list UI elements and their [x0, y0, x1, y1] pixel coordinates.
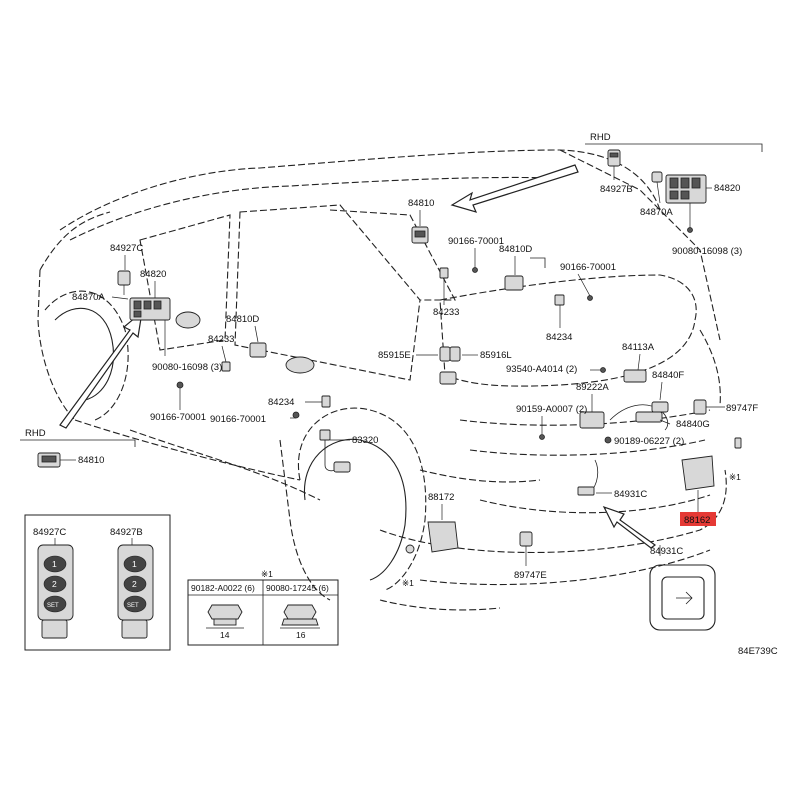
label-90166-b: 90166-70001 — [560, 262, 616, 273]
label-84810D-a: 84810D — [499, 244, 532, 255]
svg-text:2: 2 — [132, 579, 137, 589]
label-85916L: 85916L — [480, 350, 512, 361]
svg-text:SET: SET — [127, 603, 139, 609]
label-85915E: 85915E — [378, 350, 411, 361]
arrow-left — [59, 310, 143, 429]
label-89222A: 89222A — [576, 382, 609, 393]
label-88172: 88172 — [428, 492, 454, 503]
switch-detail-box: 84927C 84927B 1 2 SET 1 2 SET — [24, 514, 171, 651]
nut-b-icon: 16 — [280, 604, 320, 640]
label-84234-a: 84234 — [546, 332, 572, 343]
lamp-85915E — [439, 346, 451, 362]
label-84810D-left: 84810D — [226, 314, 259, 325]
rhd-left-label: RHD — [25, 428, 46, 439]
switch-84840F — [651, 401, 669, 413]
label-90166-left: 90166-70001 — [150, 412, 206, 423]
lower-parts: 88172 84931C 88162 ※1 89747E 84931C — [402, 455, 716, 631]
label-83320: 83320 — [352, 435, 378, 446]
label-88162: 88162 — [684, 515, 710, 526]
label-84113A: 84113A — [622, 342, 655, 353]
label-84810-center: 84810 — [408, 198, 434, 209]
sensor-89222A — [579, 411, 605, 429]
highlight-88162 — [680, 512, 716, 526]
label-84233-left: 84233 — [208, 334, 234, 345]
direction-arrows — [59, 164, 657, 549]
window-switch-84820-left — [129, 297, 171, 321]
label-90159: 90159-A0007 (2) — [516, 404, 587, 415]
clip-84234-left — [321, 395, 331, 408]
svg-text:1: 1 — [132, 559, 137, 569]
svg-text:14: 14 — [220, 630, 230, 640]
label-84927B-box: 84927B — [110, 527, 143, 538]
rhd-left-group: RHD 84810 — [20, 428, 136, 468]
svg-text:2: 2 — [52, 579, 57, 589]
label-84840G: 84840G — [676, 419, 710, 430]
label-fastener-b: 90080-17245 (6) — [266, 583, 329, 593]
label-84927C-box: 84927C — [33, 527, 66, 538]
label-90166-mid: 90166-70001 — [210, 414, 266, 425]
label-84840F: 84840F — [652, 370, 684, 381]
label-90166-a: 90166-70001 — [448, 236, 504, 247]
label-89747E: 89747E — [514, 570, 547, 581]
label-84820-top: 84820 — [714, 183, 740, 194]
left-side-parts: 84927C 84820 84870A 84810D 84233 90080-1… — [72, 243, 315, 423]
label-90080-top: 90080-16098 (3) — [672, 246, 742, 257]
switch-84113A — [623, 369, 647, 383]
label-93540: 93540-A4014 (2) — [506, 364, 577, 375]
label-fastener-a: 90182-A0022 (6) — [191, 583, 255, 593]
clip-84233-a — [439, 267, 449, 279]
label-84927C: 84927C — [110, 243, 143, 254]
rhd-top-label: RHD — [590, 132, 611, 143]
arrow-right — [602, 505, 657, 549]
lamp-85916L — [449, 346, 461, 362]
svg-text:SET: SET — [47, 603, 59, 609]
clip-84233-left — [221, 361, 231, 372]
module-88172 — [427, 521, 459, 553]
label-84810-left: 84810 — [78, 455, 104, 466]
label-84931C-a: 84931C — [614, 489, 647, 500]
mark-top: ※1 — [729, 472, 741, 482]
lamp-89747E — [519, 531, 533, 547]
label-90189: 90189-06227 (2) — [614, 436, 684, 447]
switch-84927B-top — [607, 149, 621, 167]
diagram-code: 84E739C — [738, 646, 778, 657]
connector-84870A-top — [651, 171, 663, 183]
upper-center-parts: 84810 90166-70001 84810D 90166-70001 842… — [408, 198, 616, 343]
memory-switch-left: 1 2 SET — [37, 544, 74, 639]
label-84870A-top: 84870A — [640, 207, 673, 218]
label-84234-left: 84234 — [268, 397, 294, 408]
arrow-top — [450, 164, 579, 213]
label-84820-left: 84820 — [140, 269, 166, 280]
switch-84840G — [635, 411, 663, 423]
mark-1: ※1 — [402, 578, 414, 588]
switch-84927C — [117, 270, 131, 286]
label-84233-a: 84233 — [433, 307, 459, 318]
label-84870A-left: 84870A — [72, 292, 105, 303]
window-switch-84820-top — [665, 174, 707, 204]
module-88162 — [681, 455, 715, 491]
label-84931C-b: 84931C — [650, 546, 683, 557]
fastener-box: ※1 90182-A0022 (6) 90080-17245 (6) 14 16 — [187, 569, 339, 646]
clip-84234-a — [554, 294, 565, 306]
svg-text:16: 16 — [296, 630, 306, 640]
memory-switch-right: 1 2 SET — [117, 544, 154, 639]
switch-84931C-detail — [649, 564, 716, 631]
lamp-89747F — [693, 399, 707, 415]
rear-parts: 85915E 85916L 84113A 93540-A4014 (2) 848… — [378, 342, 758, 482]
label-84927B-top: 84927B — [600, 184, 633, 195]
label-89747F: 89747F — [726, 403, 758, 414]
switch-84810D-left — [249, 342, 267, 358]
mid-parts: 84234 90166-70001 83320 — [210, 395, 378, 473]
rhd-top-group: RHD 84927B 84870A 84820 90080-16098 (3) — [585, 132, 763, 257]
mark-2: ※1 — [261, 569, 273, 579]
switch-84810D-a — [504, 275, 524, 291]
label-90080-left: 90080-16098 (3) — [152, 362, 222, 373]
vehicle-outline — [37, 149, 727, 611]
nut-a-icon: 14 — [206, 604, 244, 640]
svg-text:1: 1 — [52, 559, 57, 569]
